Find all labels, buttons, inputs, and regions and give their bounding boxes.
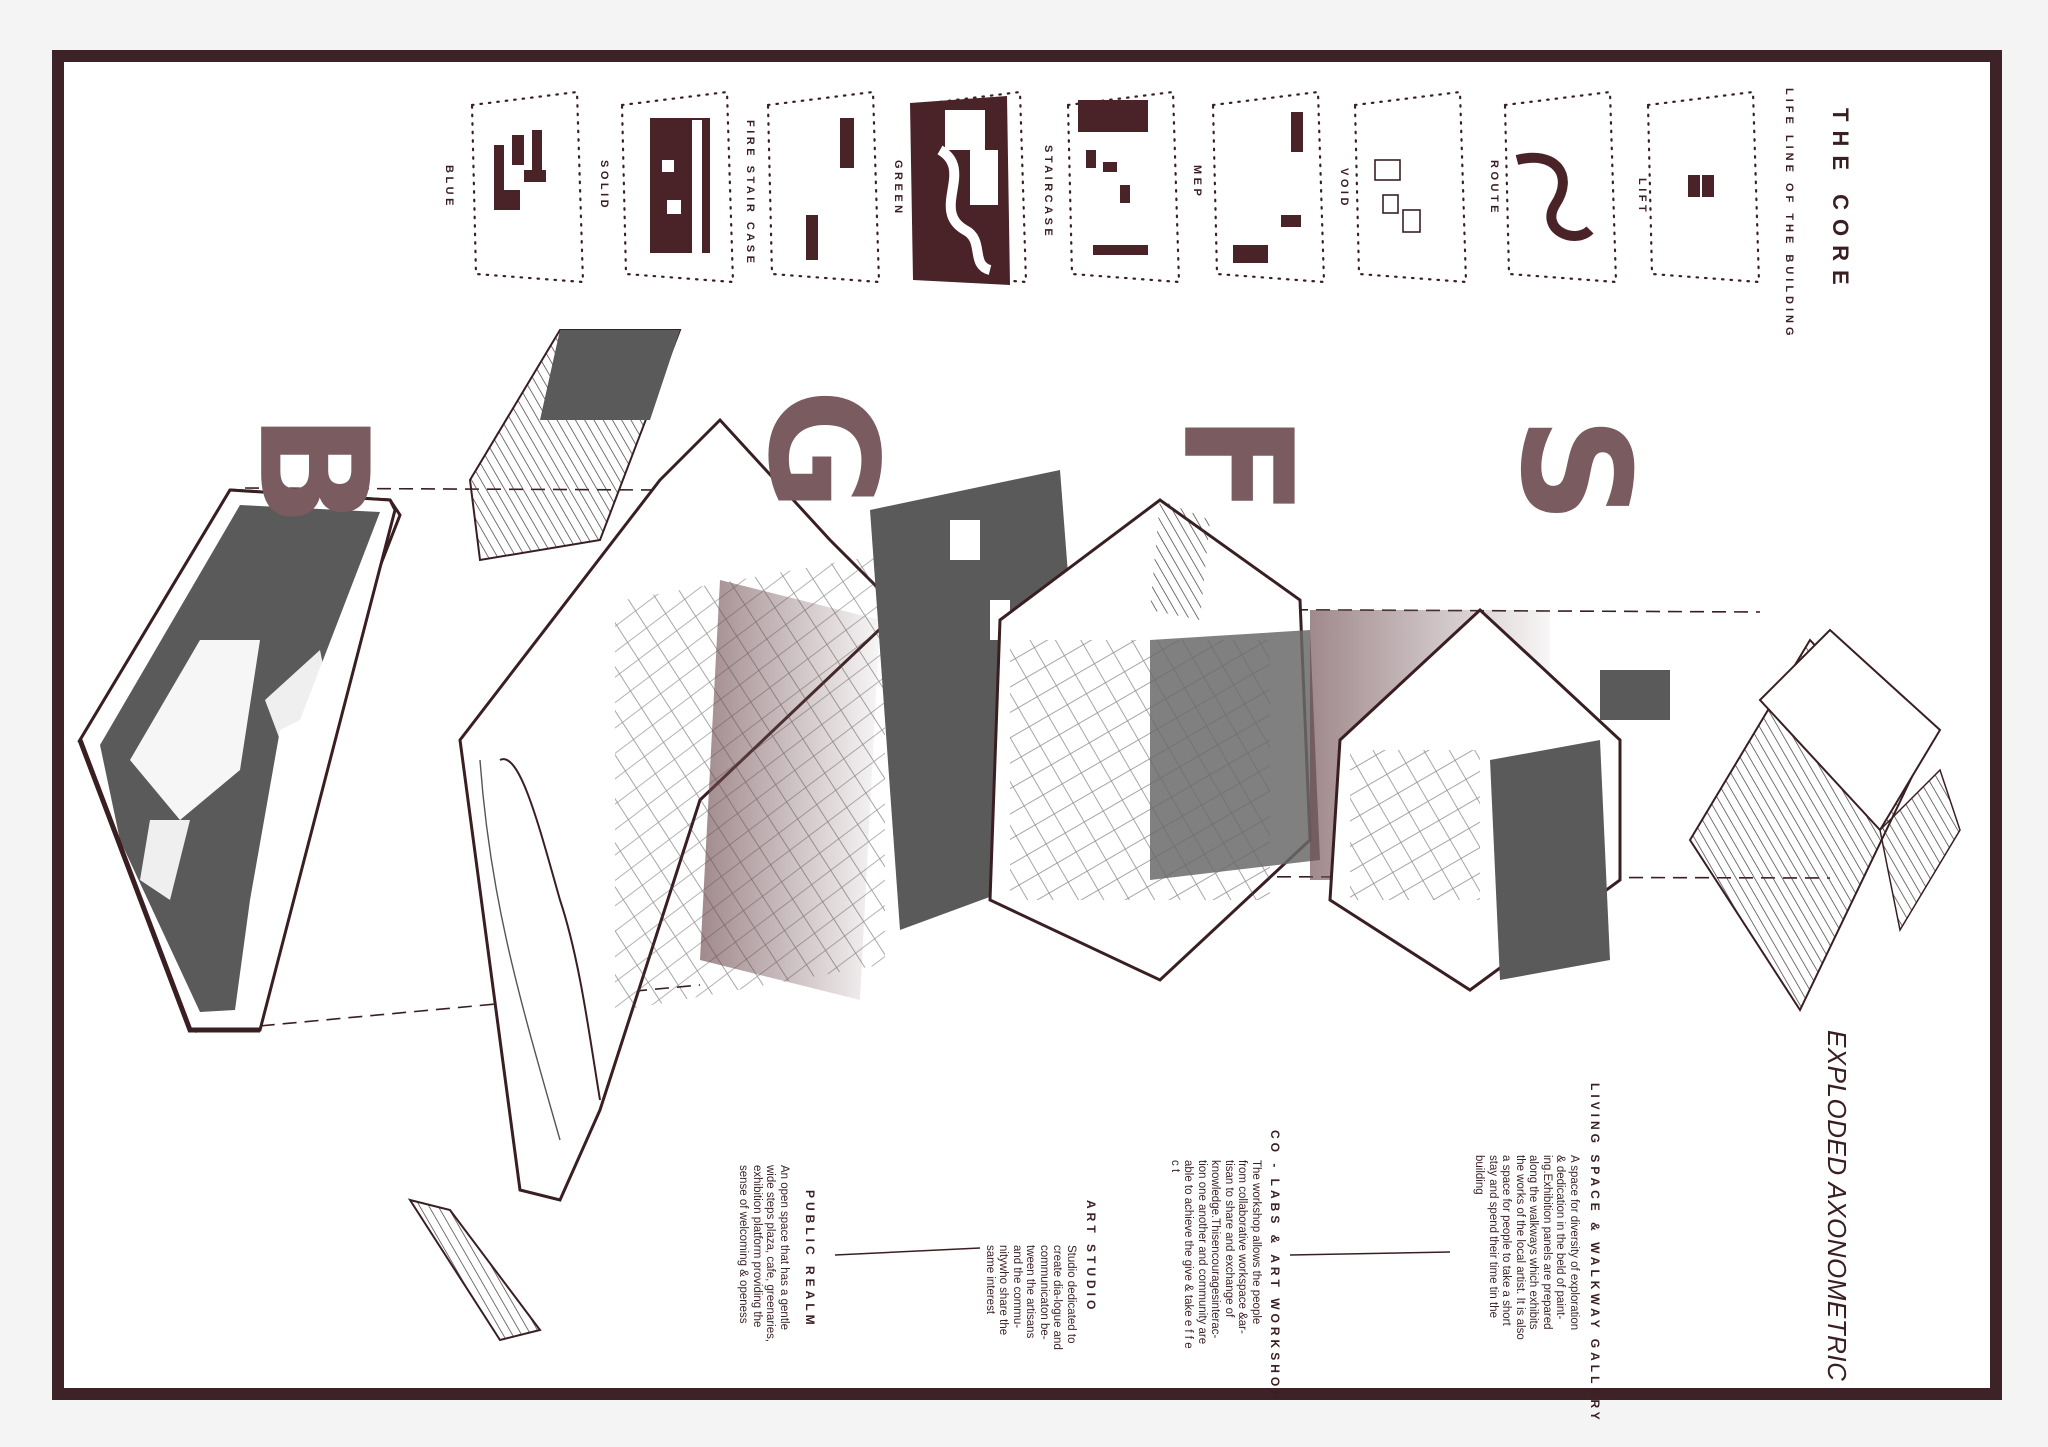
core-tile-solid xyxy=(620,90,735,284)
art-studio-body: Studio dedicated to create dia-logue and… xyxy=(984,1245,1077,1350)
core-label-blue: BLUE xyxy=(443,165,455,209)
core-label-route: ROUTE xyxy=(1488,160,1500,216)
core-label-green: GREEN xyxy=(892,160,904,217)
ground-level xyxy=(458,417,1090,1202)
core-tile-mark xyxy=(1374,159,1401,181)
core-tile-mark xyxy=(937,145,992,275)
core-tile-mark xyxy=(692,120,702,255)
core-tile-mark xyxy=(806,215,818,260)
core-tile-mep xyxy=(1211,90,1326,284)
core-label-staircase: STAIRCASE xyxy=(1042,145,1054,240)
roof-level xyxy=(1688,628,1961,1013)
core-tile-mark xyxy=(1233,245,1268,263)
core-tile-mark xyxy=(945,110,985,150)
core-tile-mark xyxy=(524,170,546,182)
core-label-mep: MEP xyxy=(1191,165,1203,200)
core-subtitle: LIFE LINE OF THE BUILDING xyxy=(1783,88,1795,340)
co-labs-title: CO - LABS & ART WORKSHOP xyxy=(1268,1130,1282,1403)
stair-modules xyxy=(407,329,682,1342)
core-tile-staircase xyxy=(1066,90,1181,284)
core-tile-lift xyxy=(1646,90,1761,284)
core-tile-mark xyxy=(512,135,524,165)
core-tile-fire-stair-case xyxy=(766,90,881,284)
core-tile-mark xyxy=(532,130,542,170)
core-tile-mark xyxy=(970,150,998,205)
core-tile-mark xyxy=(1382,194,1399,214)
living-space-body: A space for diversity of exploration & d… xyxy=(1473,1155,1581,1340)
second-floor-level xyxy=(1328,607,1670,992)
art-studio-title: ART STUDIO xyxy=(1084,1200,1098,1314)
core-label-fire-stair-case: FIRE STAIR CASE xyxy=(744,120,756,267)
core-tile-mark xyxy=(1078,100,1148,132)
core-tile-green xyxy=(910,90,1028,285)
core-tile-mark xyxy=(667,200,681,214)
core-diagrams xyxy=(470,100,578,278)
floor-letter-second: S xyxy=(1487,415,1662,525)
core-tile-mark xyxy=(1402,209,1421,233)
public-realm-body: An open space that has a gentle wide ste… xyxy=(737,1165,791,1343)
floor-letter-first: F xyxy=(1149,413,1324,517)
living-space-title: LIVING SPACE & WALKWAY GALLERY xyxy=(1588,1083,1602,1424)
floor-letter-basement: B xyxy=(225,412,400,528)
core-tile-mark xyxy=(1515,152,1594,241)
core-label-void: VOID xyxy=(1338,168,1350,209)
core-tile-blue xyxy=(470,90,585,284)
core-tile-mark xyxy=(840,118,854,168)
floor-letter-ground: G xyxy=(734,388,909,512)
core-tile-mark xyxy=(494,145,504,210)
core-tile-mark xyxy=(1120,185,1130,203)
core-tile-mark xyxy=(1086,150,1096,168)
core-tile-mark xyxy=(502,190,520,210)
core-tile-mark xyxy=(1281,215,1301,227)
public-realm-title: PUBLIC REALM xyxy=(803,1190,817,1329)
core-title: THE CORE xyxy=(1828,108,1853,294)
core-tile-mark xyxy=(1103,162,1117,172)
core-tile-mark xyxy=(1291,112,1303,152)
co-labs-body: The workshop allows the people from coll… xyxy=(1169,1160,1262,1349)
basement-level xyxy=(77,488,402,1033)
core-label-lift: LIFT xyxy=(1636,178,1648,216)
core-tile-route xyxy=(1503,90,1618,284)
core-tile-mark xyxy=(1093,245,1148,255)
exploded-title: EXPLODED AXONOMETRIC xyxy=(1822,1030,1852,1382)
core-label-solid: SOLID xyxy=(598,160,610,212)
core-tile-void xyxy=(1353,90,1468,284)
core-tile-mark xyxy=(662,160,674,172)
